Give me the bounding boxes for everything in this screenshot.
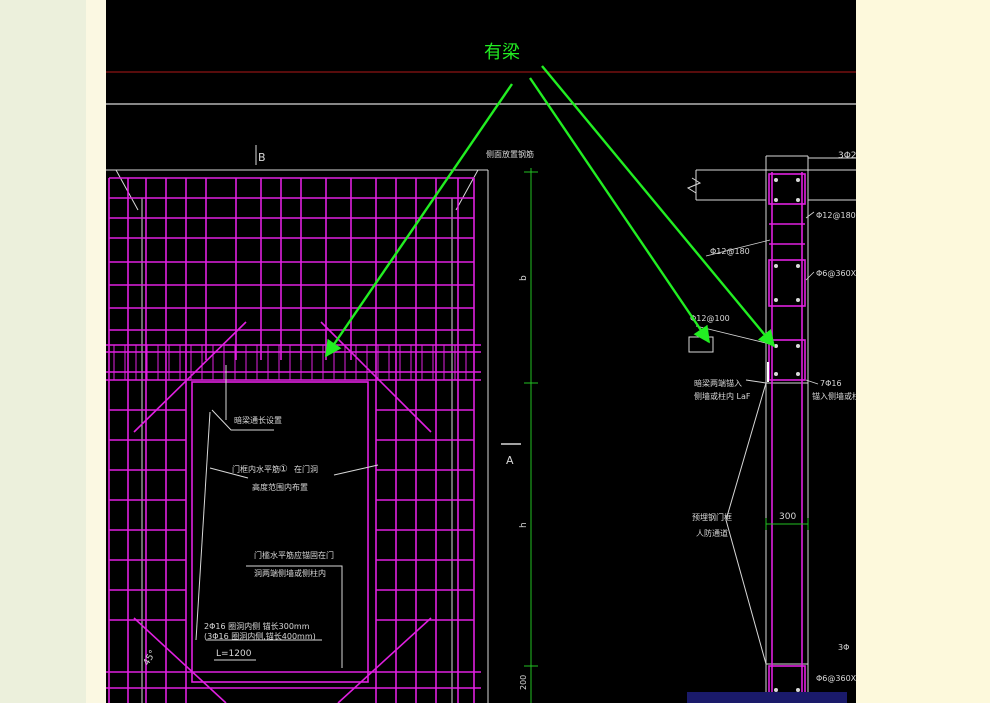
annotation-arrow-plan xyxy=(325,83,513,358)
note-bar-1: 2Φ16 圈洞内侧 锚长300mm xyxy=(204,621,310,631)
hidden-beam-stirrups xyxy=(113,345,467,380)
note-length: L=1200 xyxy=(216,649,252,659)
section-mark-a: A xyxy=(506,454,514,467)
plan-note-leaders xyxy=(195,145,379,668)
dimension-label-300: 300 xyxy=(779,512,796,522)
annotation-arrow-section-right xyxy=(541,65,776,348)
plan-dimension-line xyxy=(524,168,538,703)
note-door-frame-2: 在门洞 xyxy=(294,464,318,474)
annotation-arrow-section-left xyxy=(529,77,710,344)
note-hidden-beam: 暗梁通长设置 xyxy=(234,415,282,425)
dimension-label-b: b xyxy=(519,275,529,281)
section-dimension-300 xyxy=(765,518,809,530)
label-door-1: 预埋钢门框 xyxy=(692,512,732,522)
section-slab-outline xyxy=(686,155,856,703)
note-bar-2: (3Φ16 圈洞内侧,锚长400mm) xyxy=(204,631,316,641)
note-door-frame-3: 高度范围内布置 xyxy=(252,482,308,492)
note-sill-2: 洞两端侧墙或侧柱内 xyxy=(254,568,326,578)
section-view: 3Φ20 Φ12@180 Φ12@180 Φ6@360X Φ12@100 暗梁两… xyxy=(686,151,856,703)
annotation-label: 有梁 xyxy=(484,42,520,63)
plan-view: B 侧面放置钢筋 暗梁通长设置 门框内水平筋 ① 在门洞 高度范围内布置 门槛水… xyxy=(106,145,538,703)
label-phi6-360-top: Φ6@360X xyxy=(816,269,856,278)
plan-top-label: 侧面放置钢筋 xyxy=(486,149,534,159)
label-phi12-180-left: Φ12@180 xyxy=(710,247,750,256)
label-phi12-100: Φ12@100 xyxy=(690,314,730,323)
cad-drawing: B 侧面放置钢筋 暗梁通长设置 门框内水平筋 ① 在门洞 高度范围内布置 门槛水… xyxy=(106,0,856,703)
dimension-label-h: h xyxy=(519,522,529,528)
dimension-label-200: 200 xyxy=(519,675,528,690)
page-background-left xyxy=(0,0,86,703)
label-phi6-360-bottom: Φ6@360X xyxy=(816,674,856,683)
beam-annotation: 有梁 xyxy=(325,42,776,358)
label-anchor-1: 暗梁两端锚入 xyxy=(694,378,742,388)
note-door-frame-1: 门框内水平筋 xyxy=(232,464,280,474)
label-anchor-2: 侧墙或柱内 LaF xyxy=(694,391,751,401)
cad-drawing-canvas: B 侧面放置钢筋 暗梁通长设置 门框内水平筋 ① 在门洞 高度范围内布置 门槛水… xyxy=(106,0,856,703)
page-background-right xyxy=(856,0,990,703)
note-circle-number: ① xyxy=(279,464,288,475)
top-rebar-label: 3Φ20 xyxy=(838,151,856,161)
section-rebar-dots xyxy=(774,178,800,692)
label-bottom-3phi: 3Φ xyxy=(838,643,849,652)
section-mark-b: B xyxy=(258,151,266,164)
label-7phi16: 7Φ16 xyxy=(820,379,842,388)
note-sill-1: 门槛水平筋应锚固在门 xyxy=(254,550,334,560)
label-door-2: 人防通道 xyxy=(696,528,728,538)
page-gutter xyxy=(86,0,106,703)
rebar-grid xyxy=(106,177,481,703)
label-phi12-180-right: Φ12@180 xyxy=(816,211,856,220)
bottom-hatch xyxy=(687,692,847,703)
